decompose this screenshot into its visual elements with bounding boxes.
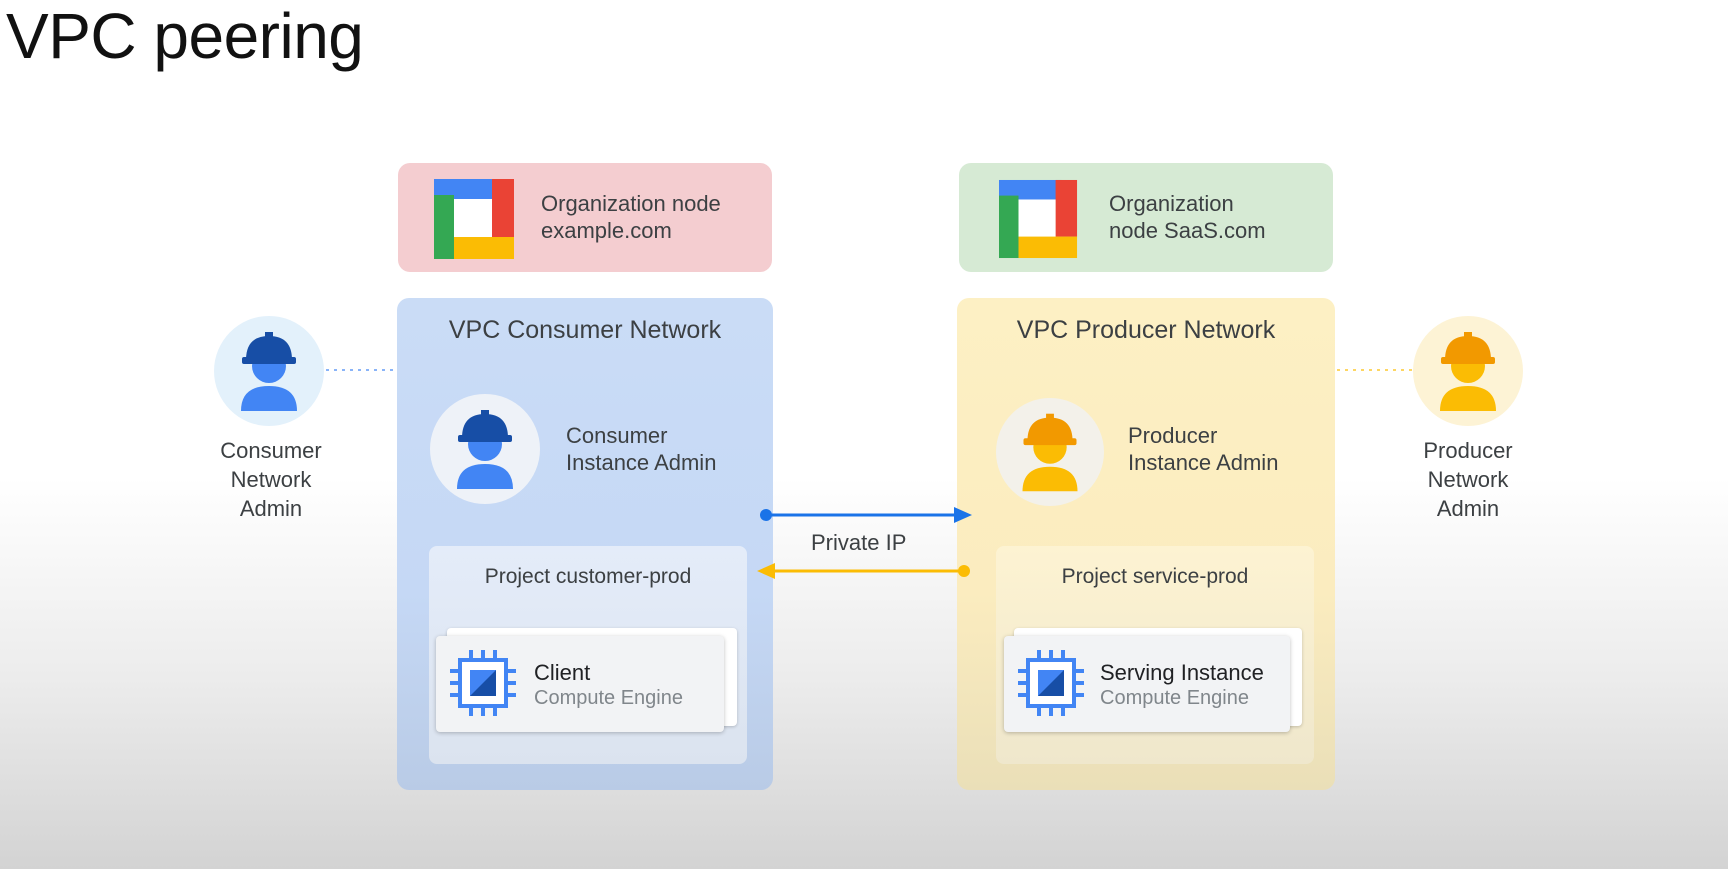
gcp-logo-icon [999, 179, 1078, 259]
instance-service: Compute Engine [1100, 687, 1249, 709]
consumer-network-admin-label: Consumer Network Admin [220, 438, 322, 521]
worker-icon [1413, 316, 1523, 426]
worker-icon [214, 316, 324, 426]
private-ip-label: Private IP [811, 530, 907, 555]
project-customer-prod: Project customer-prod Client Compute Eng… [429, 546, 747, 764]
producer-instance-admin-label: Producer [1128, 423, 1218, 448]
page-title: VPC peering [6, 0, 364, 72]
instance-service: Compute Engine [534, 687, 683, 709]
consumer-instance-admin-label: Consumer [566, 423, 668, 448]
producer-instance-admin-label: Instance Admin [1128, 450, 1279, 475]
instance-name: Serving Instance [1100, 660, 1264, 685]
org-node-label: Organization [1109, 191, 1234, 216]
instance-card-client[interactable]: Client Compute Engine [436, 636, 724, 732]
compute-engine-chip-icon [450, 650, 516, 716]
org-node-domain: example.com [541, 218, 672, 243]
org-node-label: Organization node [541, 191, 721, 216]
vpc-title: VPC Producer Network [1016, 316, 1276, 344]
worker-icon [996, 398, 1104, 506]
gcp-logo-icon [434, 179, 514, 259]
instance-name: Client [534, 660, 591, 685]
arrow-left-icon [757, 563, 970, 579]
org-node-consumer: Organization node example.com [398, 163, 772, 272]
compute-engine-chip-icon [1018, 650, 1084, 716]
org-node-producer: Organization node SaaS.com [959, 163, 1333, 272]
project-title: Project customer-prod [484, 565, 692, 588]
vpc-title: VPC Consumer Network [448, 316, 722, 344]
worker-icon [430, 394, 540, 504]
arrow-right-icon [760, 507, 972, 523]
consumer-instance-admin-label: Instance Admin [566, 450, 717, 475]
project-service-prod: Project service-prod Serving Instance Co… [996, 546, 1314, 764]
org-node-domain: node SaaS.com [1109, 218, 1266, 243]
instance-card-serving[interactable]: Serving Instance Compute Engine [1004, 636, 1290, 732]
producer-network-admin-label: Producer Network Admin [1423, 438, 1513, 521]
project-title: Project service-prod [1061, 565, 1249, 588]
